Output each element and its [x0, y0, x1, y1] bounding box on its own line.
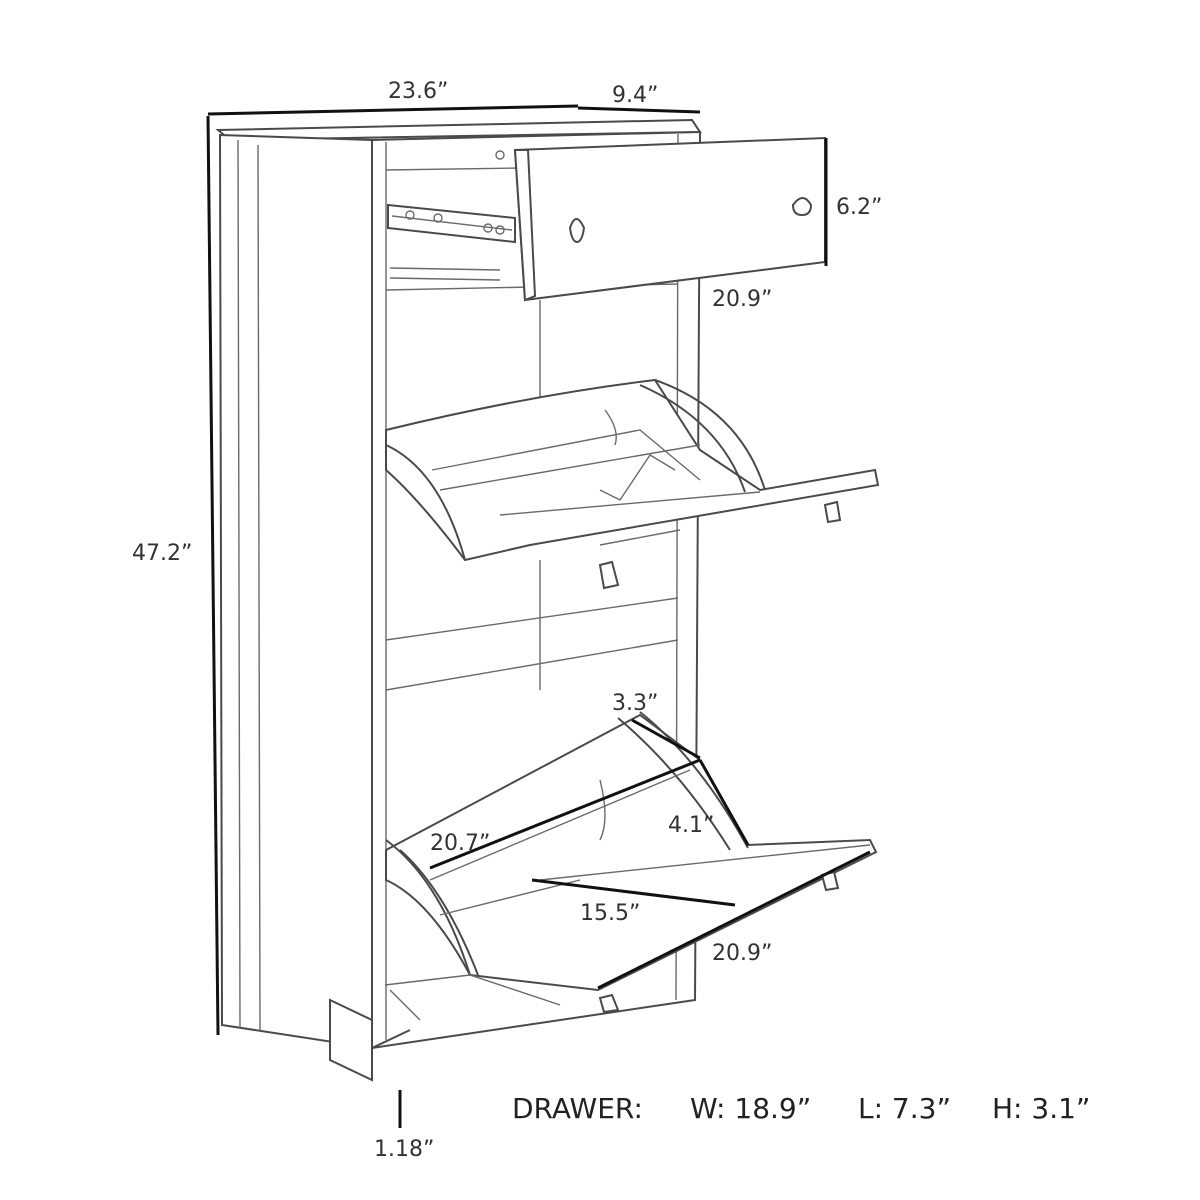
flap-opening-dimension-line: [531, 878, 736, 907]
drawer-height-label: 6.2”: [836, 195, 882, 220]
flap-arc-dimension-line: [698, 759, 750, 846]
flap-inner-dimension-line: [429, 758, 701, 870]
flap-front-width-dimension-line: [597, 850, 871, 990]
flap-opening-label: 15.5”: [580, 901, 640, 926]
height-label: 47.2”: [132, 541, 192, 566]
drawer-spec-length: L: 7.3”: [858, 1092, 951, 1125]
height-dimension-line: [206, 115, 220, 1036]
drawer-slide: [387, 150, 516, 244]
drawer-spec-width: W: 18.9”: [690, 1092, 811, 1125]
flap-front-width-label: 20.9”: [712, 941, 772, 966]
lower-flap-foot-left: [598, 993, 620, 1014]
depth-dimension-line: [577, 106, 701, 114]
leg-height-label: 1.18”: [374, 1137, 434, 1162]
drawer-width-label: 20.9”: [712, 287, 772, 312]
upper-flap-foot-right: [823, 500, 842, 524]
flap-front-dimension-line: [631, 718, 701, 760]
drawer-spec: DRAWER: W: 18.9” L: 7.3” H: 3.1”: [512, 1092, 1090, 1125]
depth-label: 9.4”: [612, 83, 658, 108]
width-label: 23.6”: [388, 79, 448, 104]
upper-flip-flap: [385, 378, 880, 590]
width-dimension-line: [207, 104, 579, 116]
open-drawer: [513, 136, 826, 302]
flap-inner-width-label: 20.7”: [430, 831, 490, 856]
flap-front-depth-label: 3.3”: [612, 691, 658, 716]
drawer-knob-left: [568, 218, 586, 244]
dimension-lines: [206, 104, 871, 1128]
lower-flip-flap: [384, 711, 878, 1021]
drawer-spec-height: H: 3.1”: [992, 1092, 1090, 1125]
upper-flap-foot-left: [598, 560, 620, 590]
drawer-spec-label: DRAWER:: [512, 1092, 643, 1125]
drawer-knob-right: [791, 197, 813, 217]
flap-arc-depth-label: 4.1”: [668, 813, 714, 838]
